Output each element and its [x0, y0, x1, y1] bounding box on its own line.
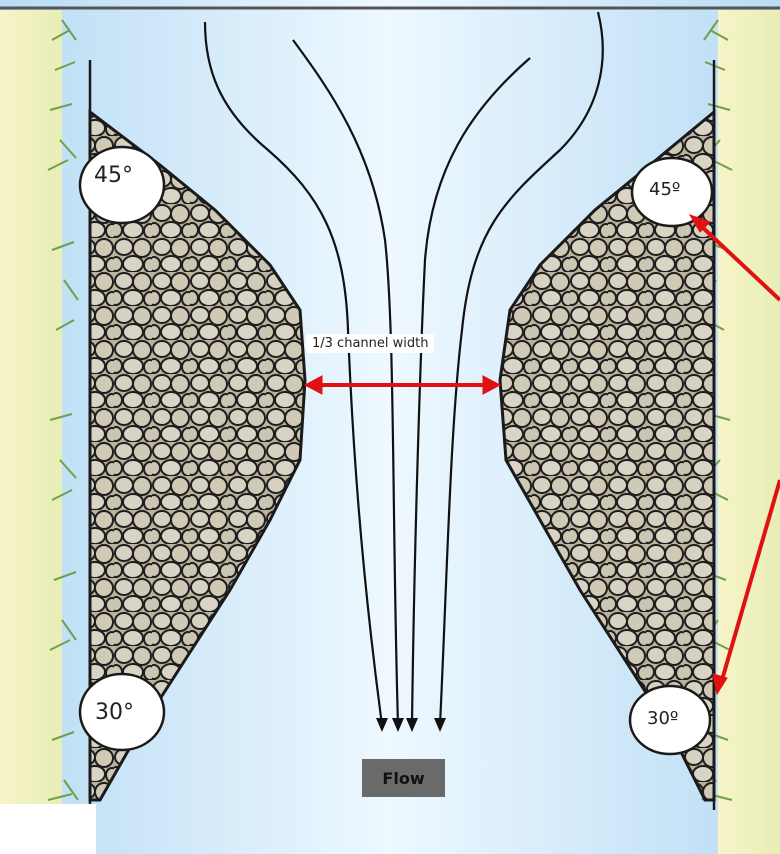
flow-label-box: Flow [362, 759, 445, 797]
left-45-angle-label: 45° [94, 163, 133, 188]
right-bank [718, 10, 780, 854]
left-bank [0, 10, 62, 854]
left-30-angle-label: 30° [95, 700, 134, 725]
blank-corner [0, 804, 96, 854]
channel-width-label: 1/3 channel width [306, 334, 434, 353]
right-30-angle-label: 30º [641, 705, 684, 732]
right-45-angle-label: 45º [643, 176, 686, 203]
